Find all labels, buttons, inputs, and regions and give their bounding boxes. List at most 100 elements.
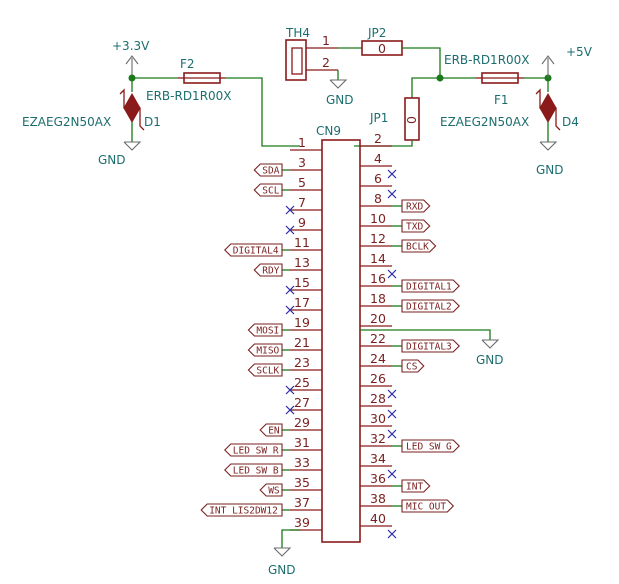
net-label-text: RXD [406,202,423,213]
cn9-pin-number: 3 [298,155,306,170]
cn9-pin-number: 25 [294,375,310,390]
d1-ref: D1 [144,115,161,129]
gnd-label-pin39: GND [268,563,296,577]
net-label-text: MISO [256,346,279,357]
cn9-pin-number: 29 [294,415,310,430]
net-label-text: EN [268,426,280,437]
cn9-pin-number: 34 [370,451,386,466]
cn9-pin-39: 39 [290,515,322,531]
no-connect-marker [285,205,295,215]
cn9-pin-number: 10 [370,211,386,226]
no-connect-marker [285,405,295,415]
net-label: DIGITAL1 [401,279,460,293]
net-label-text: SCLK [256,366,279,377]
cn9-pin-number: 13 [294,255,310,270]
cn9-body [321,139,361,543]
cn9-pin-number: 18 [370,291,386,306]
net-label-text: TXD [406,222,423,233]
net-label: RDY [253,263,283,277]
net-label-text: WS [268,486,280,497]
net-label-text: MOSI [256,326,279,337]
cn9-pin-number: 21 [294,335,310,350]
cn9-right-pins: 2468RXD10TXD12BCLK1416DIGITAL118DIGITAL2… [360,131,460,539]
net-label-text: SCL [262,186,279,197]
th4-ref: TH4 [285,26,310,40]
net-label-text: RDY [262,266,279,277]
gnd-symbol-pin39: GND [268,529,300,577]
cn9-pin-number: 39 [294,515,310,530]
cn9-pin-number: 30 [370,411,386,426]
d4-ref: D4 [562,115,579,129]
no-connect-marker [387,529,397,539]
gnd-label-d4: GND [536,163,564,177]
no-connect-marker [387,429,397,439]
net-label: MOSI [247,323,283,337]
jp2-ref: JP2 [367,26,386,40]
cn9-pin-number: 22 [370,331,386,346]
tvs-diode-d4: EZAEG2N50AX D4 [440,78,579,142]
cn9-pin-number: 2 [374,131,382,146]
net-label: DIGITAL3 [401,339,460,353]
power-5v-label: +5V [566,45,593,59]
gnd-symbol-d4: GND [536,141,564,177]
cn9-pin-number: 14 [370,251,386,266]
cn9-pin-number: 26 [370,371,386,386]
cn9-pin-number: 6 [374,171,382,186]
cn9-pin-number: 20 [370,311,386,326]
net-label-text: DIGITAL4 [233,246,279,257]
no-connect-marker [285,385,295,395]
cn9-pin-number: 1 [298,135,306,150]
thermistor-th4: TH4 1 2 [285,26,338,81]
cn9-pin-1: 1 [290,135,322,151]
cn9-pin-number: 12 [370,231,386,246]
net-label: RXD [401,199,431,213]
cn9-pin-26: 26 [360,371,397,399]
cn9-pin-number: 24 [370,351,386,366]
wire-node-jp1 [411,77,440,98]
gnd-symbol-d1: GND [98,141,142,167]
cn9-pin-number: 16 [370,271,386,286]
net-label-text: MIC_OUT [406,502,446,513]
tvs-diode-d1: EZAEG2N50AX D1 [22,78,161,142]
power-3v3-label: +3.3V [112,39,150,53]
net-label: BCLK [401,239,437,253]
net-label-text: LED_SW_G [406,442,452,453]
net-label-text: INT [406,482,423,493]
f2-ref: F2 [180,57,195,71]
net-label: SCLK [247,363,283,377]
f2-part: ERB-RD1R00X [146,89,232,103]
jp1-ref: JP1 [369,111,388,125]
cn9-pin-number: 27 [294,395,310,410]
cn9-pin-27: 27 [285,395,322,415]
gnd-symbol-pin20: GND [360,329,504,367]
cn9-pin-number: 40 [370,511,386,526]
net-label-text: CS [406,362,418,373]
gnd-symbol-th4: GND [326,70,354,107]
connector-cn9: CN9 13SDA5SCL7911DIGITAL413RDY151719MOSI… [200,124,460,543]
no-connect-marker [387,389,397,399]
cn9-pin-7: 7 [285,195,322,215]
cn9-pin-number: 11 [294,235,310,250]
th4-pin1: 1 [322,33,330,48]
cn9-pin-number: 19 [294,315,310,330]
gnd-label-pin20: GND [476,353,504,367]
no-connect-marker [285,305,295,315]
jumper-jp1: JP1 0 [369,97,420,141]
fuse-f1: ERB-RD1R00X F1 [444,53,530,107]
cn9-pin-number: 17 [294,295,310,310]
cn9-pin-number: 23 [294,355,310,370]
cn9-pin-17: 17 [285,295,322,315]
net-label: INT [401,479,431,493]
cn9-pin-number: 33 [294,455,310,470]
fuse-f2: F2 ERB-RD1R00X [146,57,232,103]
cn9-pin-34: 34 [360,451,397,479]
d4-part: EZAEG2N50AX [440,115,529,129]
